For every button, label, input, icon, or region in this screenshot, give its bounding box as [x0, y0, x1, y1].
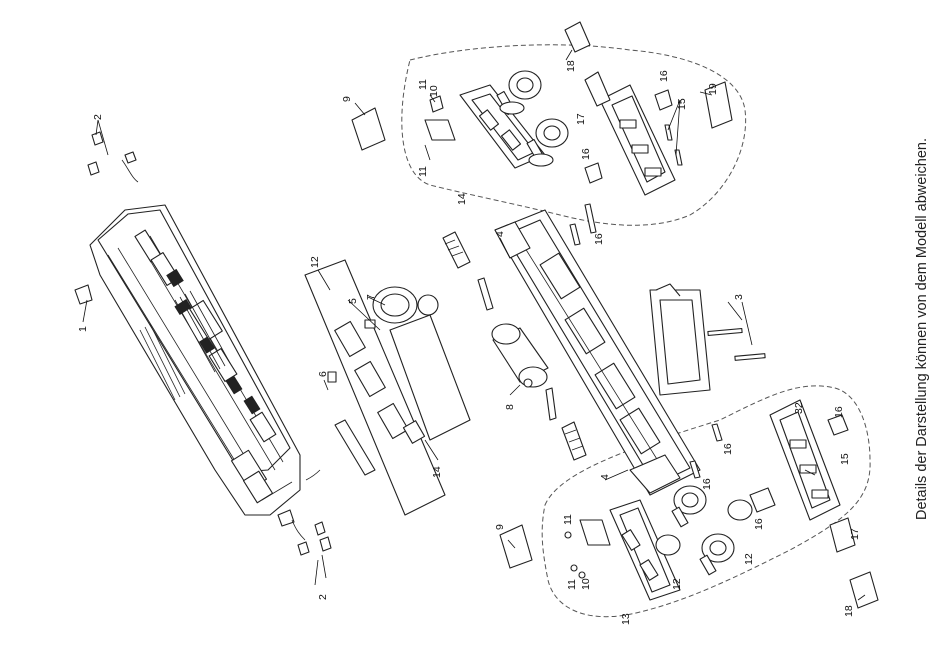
drive-shaft-upper	[443, 232, 493, 310]
label-17-lower: 17	[849, 528, 861, 540]
disclaimer-caption-box: Details der Darstellung können von dem M…	[907, 0, 937, 657]
label-11-lower-a: 11	[562, 514, 574, 525]
lower-wheelset-b	[700, 534, 734, 575]
label-16-middle: 16	[722, 443, 734, 455]
label-10-lower: 10	[580, 578, 592, 590]
lower-wheelset-a	[672, 486, 706, 527]
drive-shaft-lower	[546, 388, 586, 460]
locomotive-body	[90, 205, 300, 515]
label-19: 19	[707, 83, 719, 95]
lower-bogie-gear-frame	[770, 400, 840, 520]
label-4-upper: 4	[494, 231, 506, 237]
label-17-upper: 17	[575, 113, 587, 125]
label-14-plate: 14	[431, 466, 443, 478]
label-15-upper: 15	[676, 98, 688, 110]
label-16-lower-c: 16	[833, 406, 845, 418]
label-16-upper-b: 16	[580, 148, 592, 160]
ballast-weight	[650, 284, 765, 395]
label-2-upper: 2	[92, 114, 104, 120]
label-15-lower: 15	[839, 453, 851, 465]
label-10-upper: 10	[428, 85, 440, 97]
label-9-upper: 9	[341, 96, 353, 102]
disclaimer-caption: Details der Darstellung können von dem M…	[914, 137, 930, 519]
label-16-frame: 16	[593, 233, 605, 245]
label-7: 7	[365, 294, 377, 300]
label-12-tyre-b: 12	[743, 553, 755, 565]
label-3: 3	[733, 294, 745, 300]
label-11-upper-b: 11	[417, 166, 429, 177]
label-16-lower-b: 16	[753, 518, 765, 530]
label-13: 13	[620, 613, 632, 625]
upper-wheelset-b	[527, 119, 568, 166]
motor	[492, 324, 548, 387]
label-11-upper-a: 11	[417, 79, 429, 90]
upper-wheelset-a	[497, 71, 541, 115]
label-12-tyre-a: 12	[671, 578, 683, 590]
label-8: 8	[504, 404, 516, 410]
label-6: 6	[317, 371, 329, 377]
label-32: 32	[793, 402, 805, 414]
label-16-lower-a: 16	[701, 478, 713, 490]
label-4-lower: 4	[599, 474, 611, 480]
label-9-lower: 9	[494, 524, 506, 530]
label-12-plate: 12	[309, 256, 321, 268]
label-2-lower: 2	[317, 594, 329, 600]
label-18-upper: 18	[565, 60, 577, 72]
label-14-upper: 14	[456, 193, 468, 205]
label-1: 1	[77, 326, 89, 332]
label-5: 5	[347, 298, 359, 304]
label-18-lower: 18	[843, 605, 855, 617]
label-11-lower-b: 11	[566, 579, 578, 590]
label-16-upper-a: 16	[658, 70, 670, 82]
chassis-plate	[305, 260, 470, 515]
